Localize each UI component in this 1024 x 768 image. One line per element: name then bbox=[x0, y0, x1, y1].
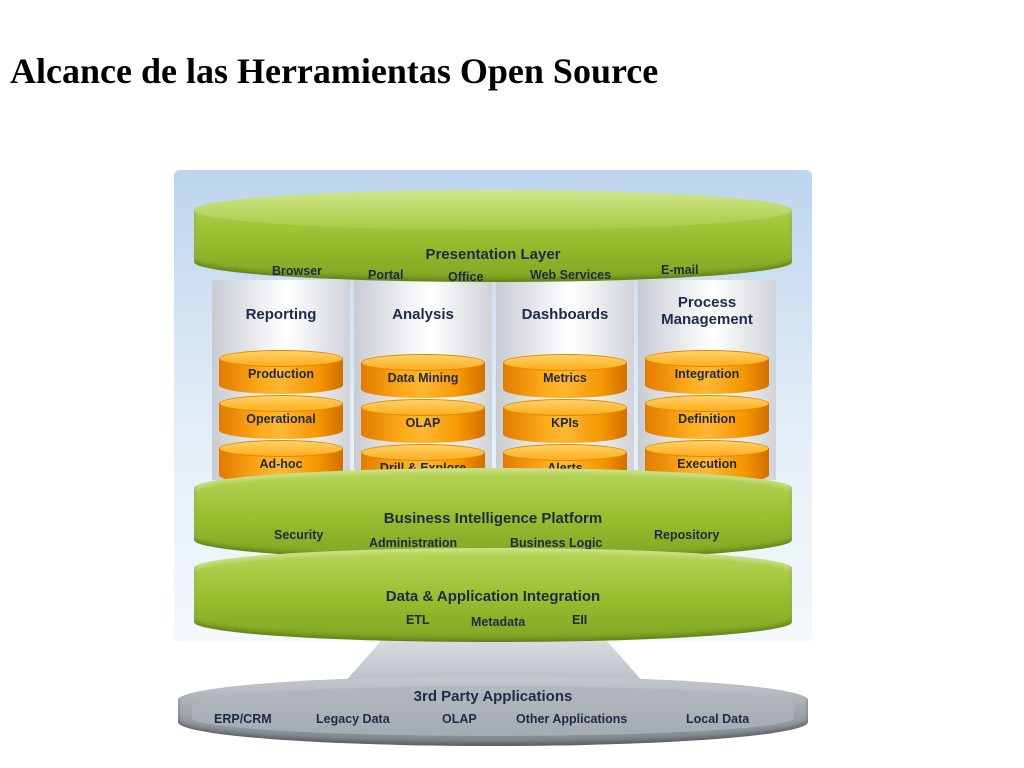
third-party-item: Other Applications bbox=[516, 712, 628, 726]
third-party-item: Local Data bbox=[686, 712, 750, 726]
cylinder-olap: OLAP bbox=[361, 399, 485, 443]
cylinder-integration: Integration bbox=[645, 350, 769, 394]
cylinder-operational: Operational bbox=[219, 395, 343, 439]
third-party-item: ERP/CRM bbox=[214, 712, 272, 726]
bi-platform-item: Security bbox=[274, 528, 324, 542]
data-integration-layer bbox=[194, 548, 792, 642]
column-title-dashboards: Dashboards bbox=[521, 306, 609, 323]
presentation-item: Web Services bbox=[530, 268, 612, 282]
presentation-item: Browser bbox=[272, 264, 323, 278]
slide-title: Alcance de las Herramientas Open Source bbox=[10, 51, 659, 91]
data-integration-title: Data & Application Integration bbox=[385, 588, 601, 605]
data-integration-item: EII bbox=[572, 613, 588, 627]
column-title-analysis: Analysis bbox=[392, 306, 454, 323]
cylinder-label: Operational bbox=[246, 412, 316, 426]
presentation-item: Portal bbox=[368, 268, 404, 282]
cylinder-label: Integration bbox=[674, 367, 740, 381]
cylinder-label: OLAP bbox=[405, 416, 441, 430]
cylinder-production: Production bbox=[219, 350, 343, 394]
bi-platform-item: Repository bbox=[654, 528, 720, 542]
presentation-item: E-mail bbox=[661, 263, 699, 277]
cylinder-kpis: KPIs bbox=[503, 399, 627, 443]
bi-architecture-diagram: Presentation Layer Browser Portal Office… bbox=[174, 170, 812, 750]
cylinder-label: Execution bbox=[677, 457, 737, 471]
cylinder-data-mining: Data Mining bbox=[361, 354, 485, 398]
third-party-layer bbox=[178, 676, 808, 746]
data-integration-item: ETL bbox=[406, 613, 430, 627]
cylinder-label: Metrics bbox=[543, 371, 587, 385]
third-party-item: Legacy Data bbox=[316, 712, 390, 726]
column-title-reporting: Reporting bbox=[245, 306, 317, 323]
presentation-layer bbox=[194, 190, 792, 282]
third-party-title: 3rd Party Applications bbox=[413, 688, 573, 705]
third-party-item: OLAP bbox=[442, 712, 477, 726]
column-title-process-management: Process Management bbox=[661, 294, 753, 328]
bi-platform-layer bbox=[194, 468, 792, 560]
cylinder-label: Ad-hoc bbox=[259, 457, 303, 471]
cylinder-label: Production bbox=[248, 367, 314, 381]
bi-platform-item: Administration bbox=[369, 536, 458, 550]
cylinder-label: KPIs bbox=[551, 416, 579, 430]
cylinder-metrics: Metrics bbox=[503, 354, 627, 398]
cylinder-label: Data Mining bbox=[387, 371, 459, 385]
presentation-item: Office bbox=[448, 270, 484, 284]
data-integration-item: Metadata bbox=[471, 615, 526, 629]
presentation-layer-top bbox=[194, 190, 792, 230]
bi-platform-item: Business Logic bbox=[510, 536, 603, 550]
presentation-layer-title: Presentation Layer bbox=[425, 246, 561, 263]
cylinder-label: Definition bbox=[678, 412, 736, 426]
bi-platform-title: Business Intelligence Platform bbox=[383, 510, 603, 527]
cylinder-definition: Definition bbox=[645, 395, 769, 439]
